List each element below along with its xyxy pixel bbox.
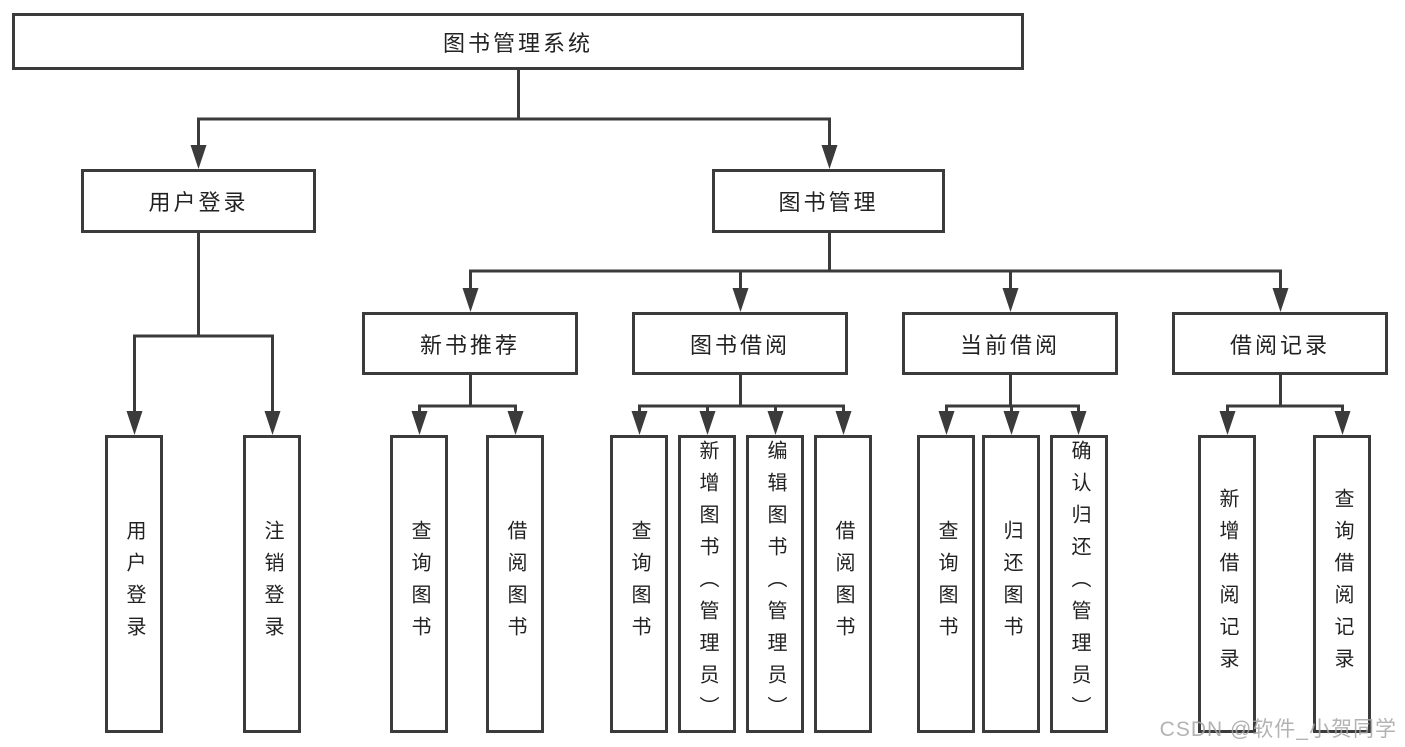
node-current-borrowing: 当前借阅 <box>902 312 1118 375</box>
node-label: 查询借阅记录 <box>1331 488 1353 680</box>
node-edit-book-admin: 编辑图书（管理员） <box>746 435 804 733</box>
node-logout-leaf: 注销登录 <box>243 435 301 733</box>
node-label: 新书推荐 <box>419 332 520 358</box>
node-label: 用户登录 <box>148 190 249 215</box>
node-new-book-recommendation: 新书推荐 <box>362 312 578 375</box>
csdn-watermark: CSDN @软件_小贺同学 <box>1159 718 1397 741</box>
node-borrow-books-leaf: 借阅图书 <box>814 435 872 733</box>
node-label: 图书管理系统 <box>442 30 593 56</box>
node-user-login-leaf: 用户登录 <box>105 435 163 733</box>
node-query-books-recommend: 查询图书 <box>390 435 448 733</box>
node-label: 借阅图书 <box>504 520 526 648</box>
node-label: 编辑图书（管理员） <box>764 440 786 728</box>
node-label: 归还图书 <box>1000 520 1022 648</box>
node-label: 查询图书 <box>935 520 957 648</box>
node-book-borrowing: 图书借阅 <box>632 312 848 375</box>
node-query-books-current: 查询图书 <box>917 435 975 733</box>
node-add-book-admin: 新增图书（管理员） <box>678 435 736 733</box>
node-label: 借阅图书 <box>832 520 854 648</box>
node-label: 查询图书 <box>408 520 430 648</box>
node-borrowing-records: 借阅记录 <box>1172 312 1388 375</box>
node-book-management: 图书管理 <box>712 169 945 233</box>
node-label: 借阅记录 <box>1229 332 1330 358</box>
node-label: 查询图书 <box>628 520 650 648</box>
node-borrow-books-recommend: 借阅图书 <box>486 435 544 733</box>
node-label: 图书借阅 <box>689 332 790 358</box>
node-query-books-borrow: 查询图书 <box>610 435 668 733</box>
node-user-login: 用户登录 <box>81 169 316 233</box>
node-label: 确认归还（管理员） <box>1068 440 1090 728</box>
node-return-books: 归还图书 <box>982 435 1040 733</box>
node-add-borrow-record: 新增借阅记录 <box>1198 435 1256 733</box>
node-label: 注销登录 <box>261 520 283 648</box>
node-query-borrow-record: 查询借阅记录 <box>1313 435 1371 733</box>
node-label: 新增借阅记录 <box>1216 488 1238 680</box>
node-confirm-return-admin: 确认归还（管理员） <box>1050 435 1108 733</box>
node-label: 当前借阅 <box>959 332 1060 358</box>
node-label: 用户登录 <box>123 520 145 648</box>
node-label: 新增图书（管理员） <box>696 440 718 728</box>
node-library-management-system: 图书管理系统 <box>12 13 1024 70</box>
node-label: 图书管理 <box>778 190 879 215</box>
